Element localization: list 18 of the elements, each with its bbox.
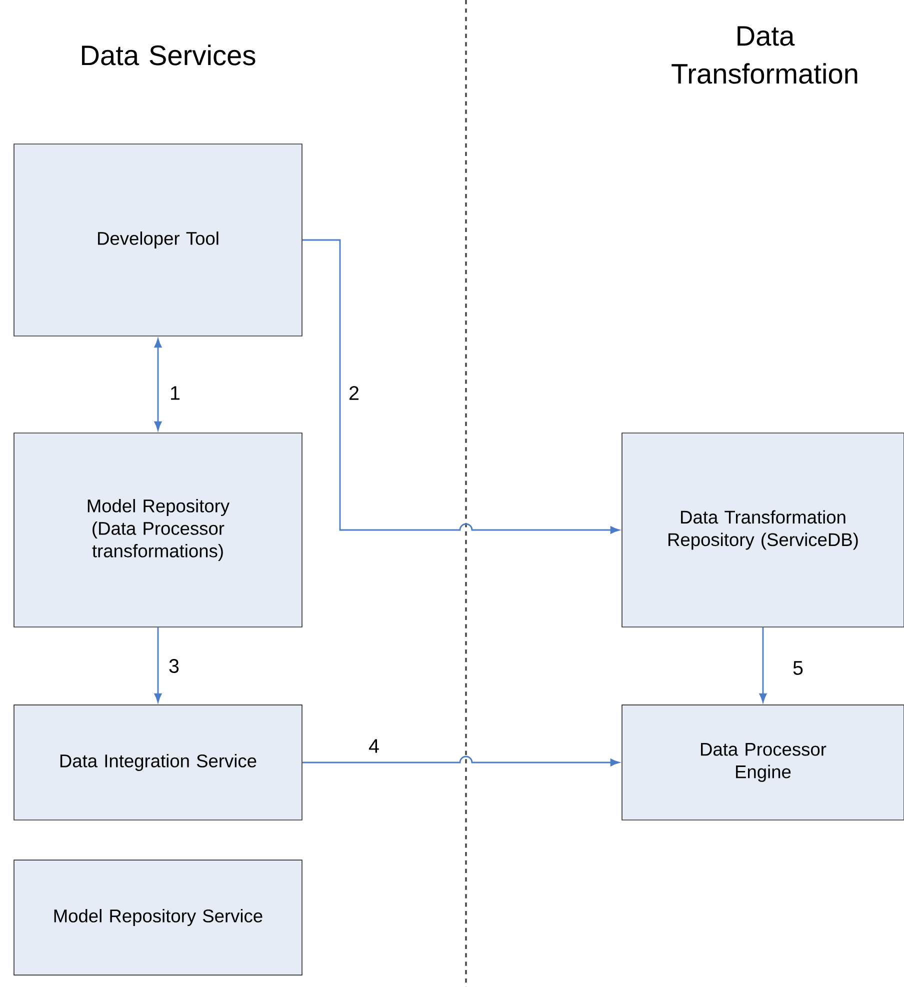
arrow bbox=[154, 338, 162, 430]
process-box: Data Integration Service bbox=[14, 704, 302, 820]
arrow bbox=[154, 627, 162, 702]
column-heading: Data Transformation bbox=[672, 26, 858, 84]
arrow bbox=[302, 756, 620, 766]
arrow bbox=[302, 239, 620, 534]
edge-label: 4 bbox=[367, 738, 381, 754]
process-box: Model Repository (Data Processor transformations) bbox=[14, 432, 302, 628]
process-box: Data Transformation Repository (ServiceDB) bbox=[622, 432, 904, 628]
edge-label: 1 bbox=[168, 384, 182, 402]
edge-label: 2 bbox=[347, 384, 361, 402]
edge-label: 3 bbox=[167, 658, 181, 674]
process-box: Data Processor Engine bbox=[622, 704, 904, 820]
edge-label: 5 bbox=[791, 660, 805, 676]
column-heading: Data Services bbox=[82, 44, 256, 66]
arrow bbox=[759, 627, 767, 702]
process-box: Developer Tool bbox=[14, 144, 302, 336]
process-box: Model Repository Service bbox=[14, 860, 302, 976]
